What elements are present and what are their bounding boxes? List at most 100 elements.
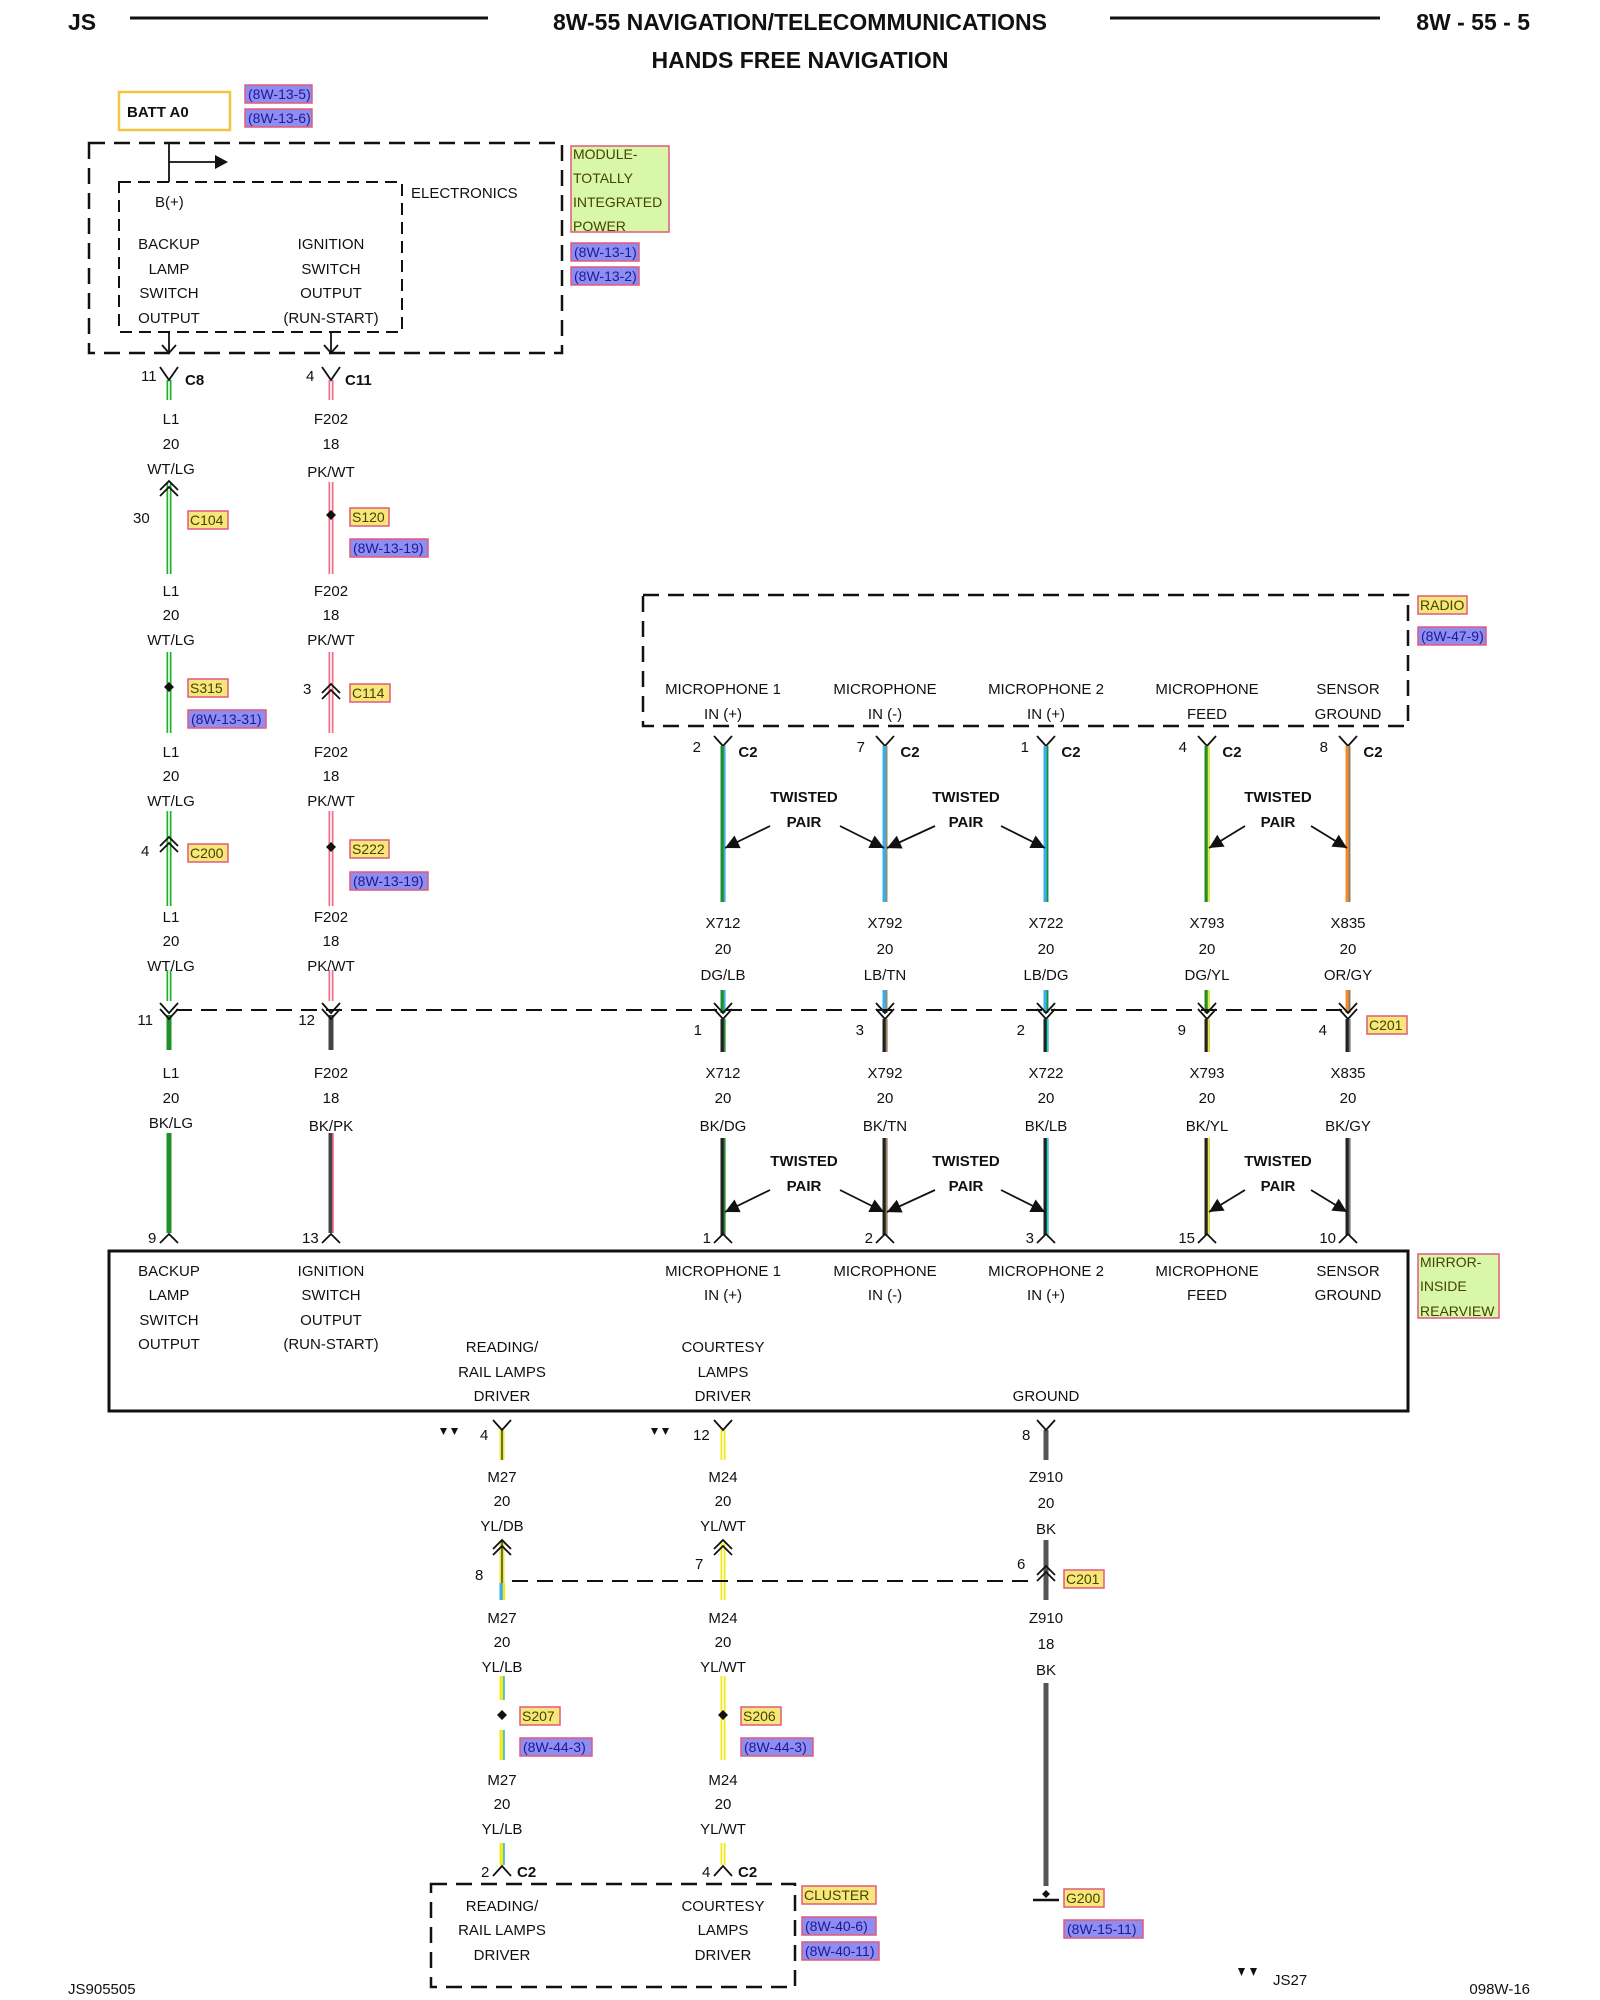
splice-s120[interactable]: S120 <box>349 507 390 527</box>
batt-ref-2[interactable]: (8W-13-6) <box>244 108 313 128</box>
svg-text:(8W-47-9): (8W-47-9) <box>1421 628 1484 644</box>
svg-text:8: 8 <box>1022 1427 1030 1444</box>
batt-ref-1[interactable]: (8W-13-5) <box>244 84 313 104</box>
svg-text:PAIR: PAIR <box>949 1178 984 1195</box>
svg-text:(8W-13-31): (8W-13-31) <box>191 711 262 727</box>
svg-text:20: 20 <box>715 1493 732 1510</box>
svg-text:(8W-15-11): (8W-15-11) <box>1067 1921 1137 1937</box>
svg-text:C104: C104 <box>190 512 224 528</box>
svg-text:MICROPHONE: MICROPHONE <box>1155 1263 1258 1280</box>
svg-text:FEED: FEED <box>1187 1287 1227 1304</box>
svg-text:X792: X792 <box>867 915 902 932</box>
svg-text:YL/WT: YL/WT <box>700 1659 746 1676</box>
svg-text:L1: L1 <box>163 1065 180 1082</box>
note-marker-icon <box>651 1428 658 1435</box>
svg-text:(8W-44-3): (8W-44-3) <box>744 1739 807 1755</box>
ground-name[interactable]: G200 <box>1063 1888 1105 1908</box>
splice-s222[interactable]: S222 <box>349 839 390 859</box>
svg-text:BK/PK: BK/PK <box>309 1118 353 1135</box>
svg-text:M24: M24 <box>708 1772 737 1789</box>
svg-text:FEED: FEED <box>1187 706 1227 723</box>
svg-text:IN (+): IN (+) <box>1027 706 1065 723</box>
splice-s222-ref[interactable]: (8W-13-19) <box>349 871 429 891</box>
svg-text:20: 20 <box>877 941 894 958</box>
conn-c114[interactable]: C114 <box>349 683 391 703</box>
svg-text:20: 20 <box>494 1796 511 1813</box>
svg-text:LAMPS: LAMPS <box>698 1364 749 1381</box>
svg-text:20: 20 <box>1340 941 1357 958</box>
svg-text:F202: F202 <box>314 1065 348 1082</box>
tipm-name-box[interactable]: MODULE- TOTALLY INTEGRATED POWER <box>570 145 670 234</box>
svg-text:TWISTED: TWISTED <box>932 1153 1000 1170</box>
cluster-ref-1[interactable]: (8W-40-6) <box>801 1916 877 1936</box>
svg-text:BK/LB: BK/LB <box>1025 1118 1068 1135</box>
svg-text:4: 4 <box>480 1427 488 1444</box>
ground-ref[interactable]: (8W-15-11) <box>1063 1919 1144 1939</box>
svg-text:MICROPHONE 2: MICROPHONE 2 <box>988 1263 1104 1280</box>
svg-text:C2: C2 <box>738 744 757 761</box>
svg-text:PK/WT: PK/WT <box>307 464 355 481</box>
svg-text:(8W-13-19): (8W-13-19) <box>353 873 424 889</box>
svg-text:X722: X722 <box>1028 1065 1063 1082</box>
conn-c200[interactable]: C200 <box>187 843 229 863</box>
svg-text:C201: C201 <box>1066 1571 1100 1587</box>
svg-text:BK/GY: BK/GY <box>1325 1118 1371 1135</box>
svg-text:1: 1 <box>694 1022 702 1039</box>
svg-text:20: 20 <box>1199 1090 1216 1107</box>
cluster-module: READING/ RAIL LAMPS DRIVER COURTESY LAMP… <box>429 1882 797 1989</box>
svg-text:YL/LB: YL/LB <box>482 1821 523 1838</box>
svg-text:20: 20 <box>163 1090 180 1107</box>
splice-s315[interactable]: S315 <box>187 678 229 698</box>
tipm-bplus: B(+) <box>155 194 184 211</box>
radio-ref[interactable]: (8W-47-9) <box>1417 626 1487 646</box>
svg-text:DRIVER: DRIVER <box>695 1947 752 1964</box>
svg-text:4: 4 <box>1319 1022 1327 1039</box>
svg-text:M27: M27 <box>487 1610 516 1627</box>
mirror-name[interactable]: MIRROR- INSIDE REARVIEW <box>1417 1253 1500 1319</box>
footer-mid: JS27 <box>1273 1972 1307 1989</box>
tipm-ref-1[interactable]: (8W-13-1) <box>570 242 640 262</box>
twisted-pair-callouts: TWISTEDPAIRTWISTEDPAIRTWISTEDPAIRTWISTED… <box>724 789 1348 1213</box>
svg-text:7: 7 <box>695 1556 703 1573</box>
splice-s207-ref[interactable]: (8W-44-3) <box>519 1737 593 1757</box>
svg-text:F202: F202 <box>314 411 348 428</box>
splice-s206-ref[interactable]: (8W-44-3) <box>740 1737 814 1757</box>
svg-text:DRIVER: DRIVER <box>695 1388 752 1405</box>
splice-s207[interactable]: S207 <box>519 1706 561 1726</box>
svg-text:POWER: POWER <box>573 218 626 234</box>
svg-text:2: 2 <box>865 1230 873 1247</box>
svg-text:L1: L1 <box>163 411 180 428</box>
tipm-electronics-box <box>118 181 403 333</box>
tipm-ref-2[interactable]: (8W-13-2) <box>570 266 640 286</box>
svg-text:WT/LG: WT/LG <box>147 958 195 975</box>
radio-name[interactable]: RADIO <box>1417 595 1468 615</box>
c201-bottom: 8 7 6 <box>475 1538 1056 1584</box>
conn-c201-top[interactable]: C201 <box>1366 1015 1408 1035</box>
svg-text:20: 20 <box>715 1090 732 1107</box>
svg-text:X793: X793 <box>1189 1065 1224 1082</box>
splice-s206[interactable]: S206 <box>740 1706 782 1726</box>
conn-c104[interactable]: C104 <box>187 510 229 530</box>
svg-text:PAIR: PAIR <box>949 814 984 831</box>
mirror-left-pins: 9 13 <box>148 1230 341 1247</box>
svg-text:DRIVER: DRIVER <box>474 1947 531 1964</box>
svg-text:YL/LB: YL/LB <box>482 1659 523 1676</box>
svg-text:18: 18 <box>323 436 340 453</box>
svg-text:IGNITION: IGNITION <box>298 236 365 253</box>
svg-text:LB/DG: LB/DG <box>1023 967 1068 984</box>
svg-text:BACKUP: BACKUP <box>138 236 200 253</box>
svg-text:C2: C2 <box>1222 744 1241 761</box>
svg-text:SWITCH: SWITCH <box>139 1312 198 1329</box>
conn-c201-bottom[interactable]: C201 <box>1063 1569 1105 1589</box>
svg-text:TWISTED: TWISTED <box>932 789 1000 806</box>
svg-text:20: 20 <box>1199 941 1216 958</box>
splice-s120-ref[interactable]: (8W-13-19) <box>349 538 429 558</box>
svg-text:SWITCH: SWITCH <box>301 1287 360 1304</box>
splice-s315-ref[interactable]: (8W-13-31) <box>187 709 267 729</box>
note-marker-icon <box>451 1428 458 1435</box>
twisted-pair-label: TWISTED PAIR <box>886 789 1046 849</box>
cluster-name[interactable]: CLUSTER <box>801 1885 877 1905</box>
cluster-ref-2[interactable]: (8W-40-11) <box>801 1941 880 1961</box>
